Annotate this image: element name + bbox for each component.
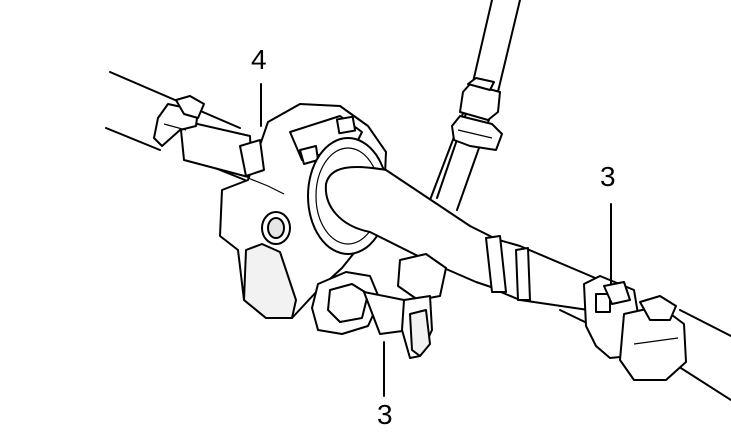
- right-hose: [485, 235, 731, 401]
- callout-housing: 4: [251, 44, 267, 75]
- left-clip: [153, 95, 205, 147]
- upper-hose-clip: [451, 77, 503, 151]
- leader-lines: [260, 83, 612, 397]
- callout-clip-right: 3: [600, 161, 616, 192]
- lower-fitting: [311, 253, 447, 359]
- left-hose: [105, 71, 253, 181]
- callout-clip-bottom: 3: [377, 399, 393, 430]
- right-clip: [583, 275, 687, 381]
